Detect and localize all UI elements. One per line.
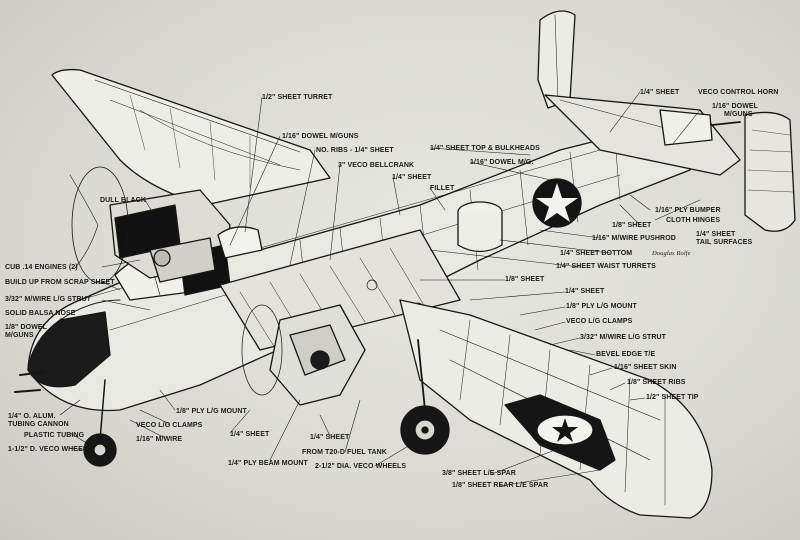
label-sheet-top-bulkheads: 1/4" SHEET TOP & BULKHEADS xyxy=(430,145,540,152)
label-dowel-nose-2: M/GUNS xyxy=(5,332,34,339)
label-veco-control-horn: VECO CONTROL HORN xyxy=(698,89,779,96)
label-dull-black: DULL BLACK xyxy=(100,197,146,204)
label-wire-lg-strut-right: 3/32" M/WIRE L/G STRUT xyxy=(580,334,667,341)
label-veco-bellcrank: 3" VECO BELLCRANK xyxy=(338,162,415,169)
label-cub-engines: CUB .14 ENGINES (2) xyxy=(5,264,78,271)
label-sheet-tip: 1/2" SHEET TIP xyxy=(646,394,699,401)
label-sheet-skin: 1/16" SHEET SKIN xyxy=(614,364,677,371)
label-quarter-sheet-lower-b: 1/4" SHEET xyxy=(310,434,350,441)
label-tail-surfaces-1: 1/4" SHEET xyxy=(696,231,736,238)
label-bevel-edge: BEVEL EDGE T/E xyxy=(596,351,656,358)
label-eighth-sheet-tail: 1/8" SHEET xyxy=(612,222,652,229)
label-ply-bumper: 1/16" PLY BUMPER xyxy=(655,207,721,214)
label-eighth-sheet-center: 1/8" SHEET xyxy=(505,276,545,283)
label-quarter-sheet-mid: 1/4" SHEET xyxy=(392,174,432,181)
label-half-sheet-turret: 1/2" SHEET TURRET xyxy=(262,94,333,101)
label-wire-pushrod: 1/16" M/WIRE PUSHROD xyxy=(592,235,676,242)
tail-fin-right xyxy=(744,111,796,232)
label-plastic-tubing: PLASTIC TUBING xyxy=(24,432,85,439)
label-alum-tubing-1: 1/4" O. ALUM. xyxy=(8,413,56,420)
label-fillet: FILLET xyxy=(430,185,455,192)
label-veco-clamps-left: VECO L/G CLAMPS xyxy=(136,422,203,429)
label-veco-wheel: 1-1/2" D. VECO WHEEL xyxy=(8,446,88,453)
label-dowel-mg: 1/16" DOWEL M/G. xyxy=(470,159,534,166)
dorsal-turret xyxy=(217,226,263,259)
label-balsa-nose: SOLID BALSA NOSE xyxy=(5,310,76,317)
label-wire-lg-strut-left: 3/32" M/WIRE L/G STRUT xyxy=(5,296,92,303)
label-dowel-tail-1: 1/16" DOWEL xyxy=(712,103,759,110)
label-veco-clamps-right: VECO L/G CLAMPS xyxy=(566,318,633,325)
label-quarter-sheet-tail: 1/4" SHEET xyxy=(640,89,680,96)
label-quarter-sheet-lower-a: 1/4" SHEET xyxy=(230,431,270,438)
label-rear-le-spar: 1/8" SHEET REAR L/E SPAR xyxy=(452,482,549,489)
label-alum-tubing-2: TUBING CANNON xyxy=(8,421,69,428)
label-fuel-tank: FROM T20-D FUEL TANK xyxy=(302,449,387,456)
label-dowel-tail-2: M/GUNS xyxy=(724,111,753,118)
nose-cone xyxy=(27,311,111,388)
label-quarter-sheet-right: 1/4" SHEET xyxy=(565,288,605,295)
label-sheet-ribs: 1/8" SHEET RIBS xyxy=(627,379,686,386)
label-no-ribs: NO. RIBS - 1/4" SHEET xyxy=(316,147,394,154)
label-scrap-sheet: BUILD UP FROM SCRAP SHEET xyxy=(5,279,115,286)
label-ply-lg-mount-right: 1/8" PLY L/G MOUNT xyxy=(566,303,637,310)
label-veco-wheels: 2-1/2" DIA. VECO WHEELS xyxy=(315,463,407,470)
label-le-spar: 3/8" SHEET L/E SPAR xyxy=(442,470,516,477)
label-dowel-mguns-top: 1/16" DOWEL M/GUNS xyxy=(282,133,359,140)
propeller xyxy=(71,166,129,284)
label-ply-lg-mount-left: 1/8" PLY L/G MOUNT xyxy=(176,408,247,415)
label-ply-beam-mount: 1/4" PLY BEAM MOUNT xyxy=(228,460,308,467)
label-cloth-hinges: CLOTH HINGES xyxy=(666,217,721,224)
label-dowel-nose-1: 1/8" DOWEL xyxy=(5,324,48,331)
label-wire-left: 1/16" M/WIRE xyxy=(136,436,183,443)
label-sheet-bottom: 1/4" SHEET BOTTOM xyxy=(560,250,633,257)
label-tail-surfaces-2: TAIL SURFACES xyxy=(696,239,753,246)
label-signature: Douglas Rolfe xyxy=(652,250,691,257)
label-waist-turrets: 1/4" SHEET WAIST TURRETS xyxy=(556,263,656,270)
